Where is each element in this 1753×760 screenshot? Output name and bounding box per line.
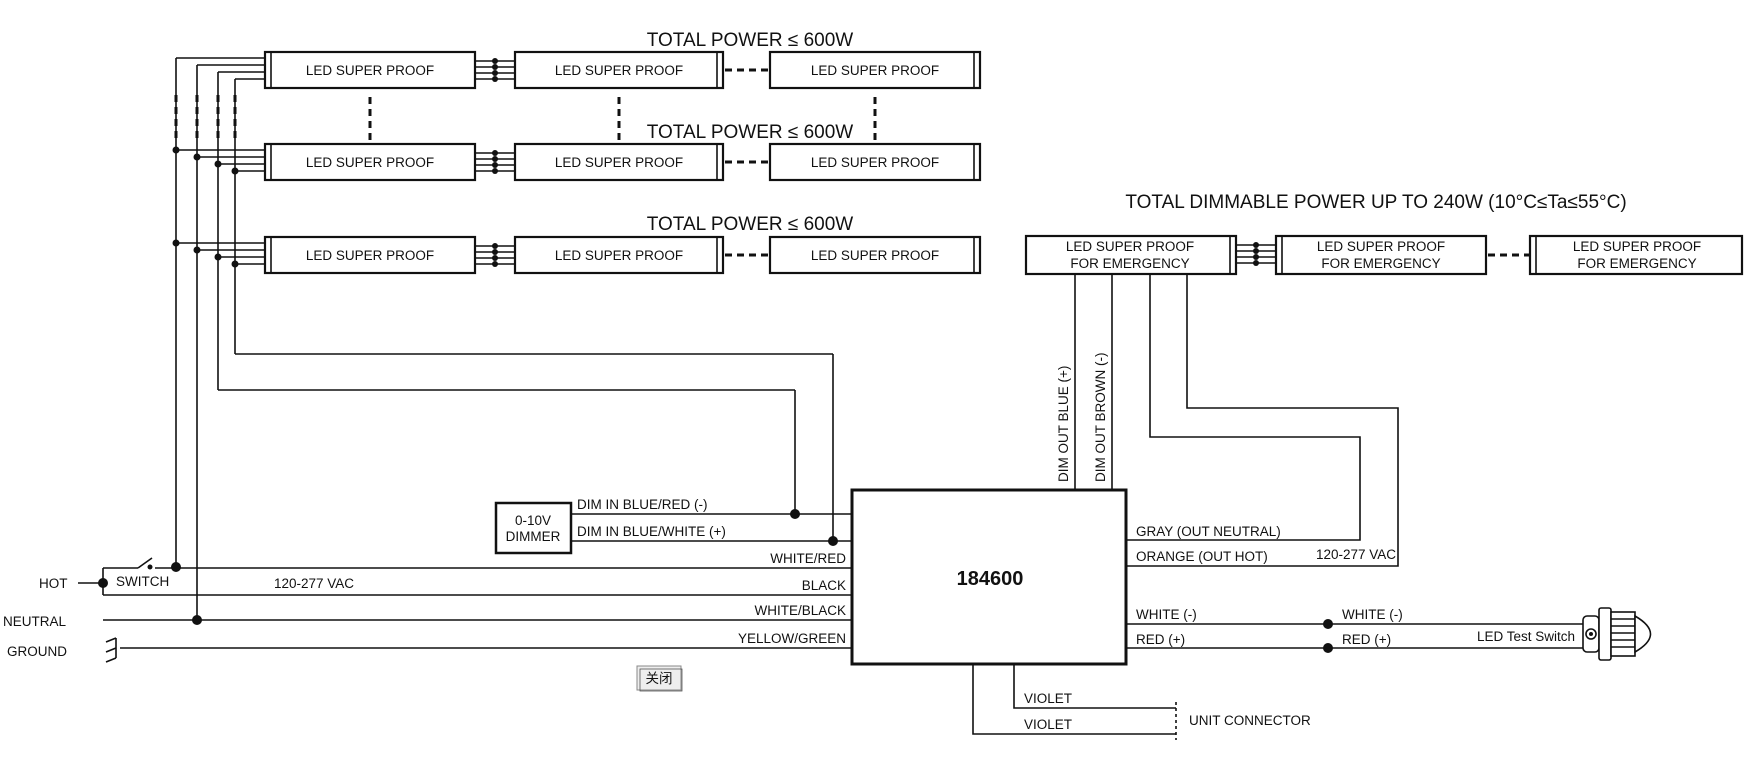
dim-out-blue-label: DIM OUT BLUE (+): [1056, 366, 1071, 482]
orange-out-hot-label: ORANGE (OUT HOT): [1136, 549, 1268, 564]
emergency-feed-wires: [1074, 274, 1399, 567]
hot-label: HOT: [39, 576, 68, 591]
input-voltage-label: 120-277 VAC: [274, 576, 354, 591]
yellow-green-label: YELLOW/GREEN: [738, 631, 846, 646]
fixture-label: LED SUPER PROOF: [811, 155, 939, 170]
neutral-label: NEUTRAL: [3, 614, 67, 629]
emergency-fixture-label-2: FOR EMERGENCY: [1321, 256, 1440, 271]
dim-in-red-label: DIM IN BLUE/RED (-): [577, 497, 708, 512]
white-red-label: WHITE/RED: [770, 551, 846, 566]
driver-box: [850, 488, 1128, 666]
test-switch-wires: [1126, 619, 1590, 653]
power-label-row-3: TOTAL POWER ≤ 600W: [647, 214, 854, 235]
dimmer-box: [494, 501, 573, 555]
power-label-row-1: TOTAL POWER ≤ 600W: [647, 30, 854, 51]
fixture-label: LED SUPER PROOF: [555, 248, 683, 263]
fixture-row-1: LED SUPER PROOF LED SUPER PROOF LED SUPE…: [263, 50, 982, 140]
power-label-row-2: TOTAL POWER ≤ 600W: [647, 122, 854, 143]
ground-label: GROUND: [7, 644, 67, 659]
output-voltage-label: 120-277 VAC: [1316, 547, 1396, 562]
fixture-label: LED SUPER PROOF: [306, 63, 434, 78]
led-test-switch-label: LED Test Switch: [1477, 629, 1575, 644]
fixture-row-2: LED SUPER PROOF LED SUPER PROOF LED SUPE…: [263, 142, 982, 182]
left-wires: [78, 509, 852, 663]
violet-2-label: VIOLET: [1024, 717, 1072, 732]
dimmer-label-2: DIMMER: [506, 529, 561, 544]
fixture-row-3: LED SUPER PROOF LED SUPER PROOF LED SUPE…: [263, 235, 982, 275]
fixture-box: [768, 50, 982, 90]
fixture-label: LED SUPER PROOF: [811, 63, 939, 78]
fixture-box: [263, 235, 477, 275]
emergency-fixture-row: LED SUPER PROOF FOR EMERGENCY LED SUPER …: [1024, 234, 1744, 276]
white-neg-label: WHITE (-): [1136, 607, 1197, 622]
fixture-box: [768, 142, 982, 182]
fixture-label: LED SUPER PROOF: [306, 248, 434, 263]
fixture-label: LED SUPER PROOF: [306, 155, 434, 170]
gray-out-neutral-label: GRAY (OUT NEUTRAL): [1136, 524, 1281, 539]
violet-wires: [972, 664, 1177, 740]
red-pos-label: RED (+): [1136, 632, 1185, 647]
emergency-fixture-label-2: FOR EMERGENCY: [1577, 256, 1696, 271]
emergency-fixture-box: [1024, 234, 1238, 276]
fixture-label: LED SUPER PROOF: [811, 248, 939, 263]
fixture-box: [513, 50, 725, 90]
dim-in-white-label: DIM IN BLUE/WHITE (+): [577, 524, 726, 539]
driver-model: 184600: [957, 568, 1024, 590]
close-button[interactable]: 关闭: [636, 665, 683, 692]
close-button-label: 关闭: [646, 671, 673, 686]
fixture-label: LED SUPER PROOF: [555, 155, 683, 170]
feed-lines: [172, 57, 834, 620]
dimmer-label-1: 0-10V: [515, 513, 551, 528]
fixture-box: [263, 50, 477, 90]
white-black-label: WHITE/BLACK: [754, 603, 846, 618]
violet-1-label: VIOLET: [1024, 691, 1072, 706]
fixture-box: [768, 235, 982, 275]
fixture-box: [263, 142, 477, 182]
fixture-box: [513, 235, 725, 275]
unit-connector-label: UNIT CONNECTOR: [1189, 713, 1311, 728]
red-pos-switch-label: RED (+): [1342, 632, 1391, 647]
dimmable-power-label: TOTAL DIMMABLE POWER UP TO 240W (10°C≤Ta…: [1125, 192, 1626, 213]
emergency-fixture-box: [1528, 234, 1744, 276]
emergency-fixture-box: [1274, 234, 1488, 276]
white-neg-switch-label: WHITE (-): [1342, 607, 1403, 622]
dim-out-brown-label: DIM OUT BROWN (-): [1093, 353, 1108, 482]
fixture-label: LED SUPER PROOF: [555, 63, 683, 78]
fixture-box: [513, 142, 725, 182]
emergency-fixture-label-1: LED SUPER PROOF: [1317, 239, 1445, 254]
test-switch-icon: [1582, 607, 1652, 661]
black-label: BLACK: [802, 578, 846, 593]
emergency-fixture-label-1: LED SUPER PROOF: [1573, 239, 1701, 254]
switch-label: SWITCH: [116, 574, 169, 589]
emergency-fixture-label-1: LED SUPER PROOF: [1066, 239, 1194, 254]
emergency-fixture-label-2: FOR EMERGENCY: [1070, 256, 1189, 271]
